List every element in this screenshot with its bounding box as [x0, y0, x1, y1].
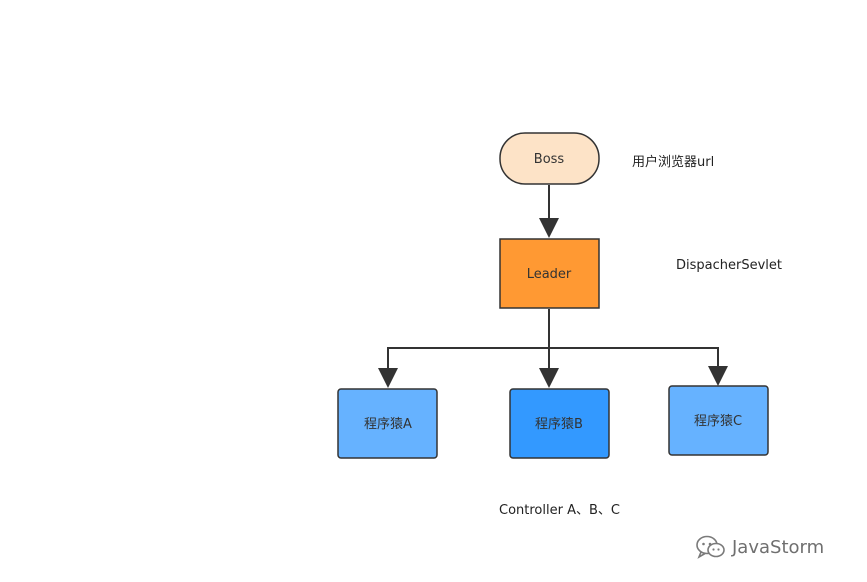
edge-leader-worker-c	[548, 309, 728, 386]
edges	[378, 185, 728, 388]
edge-leader-worker-a	[378, 309, 550, 388]
watermark-text: JavaStorm	[732, 536, 825, 558]
node-leader-shape	[499, 238, 600, 309]
annotation-boss-note: 用户浏览器url	[632, 155, 715, 170]
node-leader: Leader	[499, 238, 600, 309]
node-worker-a-shape	[337, 388, 438, 459]
node-boss-shape	[499, 132, 600, 185]
node-worker-b: 程序猿B	[509, 388, 610, 459]
node-worker-c: 程序猿C	[668, 385, 769, 456]
node-worker-b-label: 程序猿B	[535, 417, 583, 432]
node-worker-c-shape	[668, 385, 769, 456]
watermark: JavaStorm	[696, 534, 824, 560]
node-boss-label: Boss	[534, 152, 565, 167]
wechat-icon	[696, 534, 726, 560]
node-worker-a-label: 程序猿A	[364, 417, 412, 432]
node-leader-label: Leader	[527, 267, 572, 282]
annotation-leader-note: DispacherSevlet	[676, 258, 782, 273]
node-worker-b-shape	[509, 388, 610, 459]
annotation-workers-note: Controller A、B、C	[499, 503, 620, 518]
node-boss: Boss	[499, 132, 600, 185]
node-worker-a: 程序猿A	[337, 388, 438, 459]
node-worker-c-label: 程序猿C	[694, 414, 742, 429]
